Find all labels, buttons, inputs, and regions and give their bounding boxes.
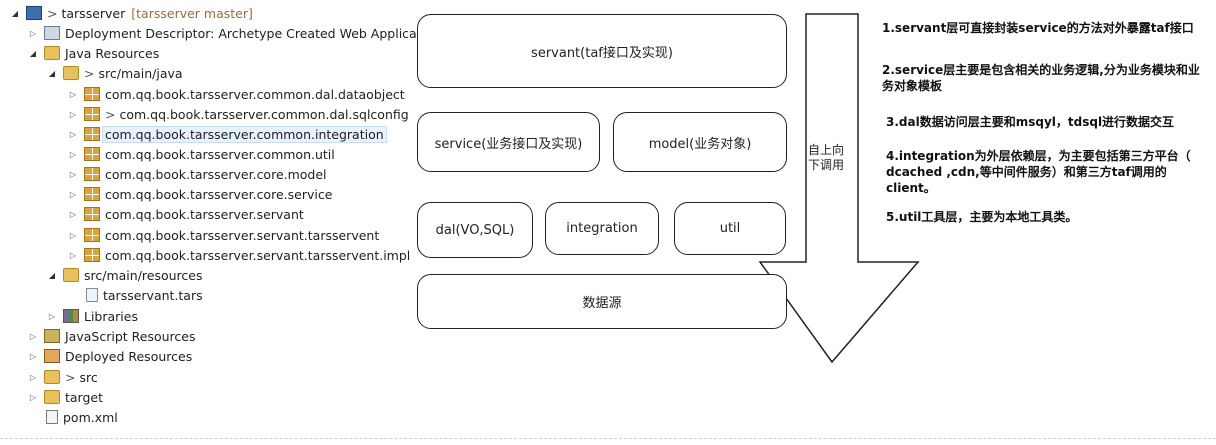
integration-layer-box: integration (545, 202, 659, 255)
tree-label: tarsservant.tars (103, 287, 203, 303)
note-servant: 1.servant层可直接封装service的方法对外暴露taf接口 (882, 21, 1194, 35)
divider (0, 438, 1216, 439)
service-layer-box: service(业务接口及实现) (417, 112, 600, 172)
collapse-arrow-icon[interactable]: ▷ (29, 351, 37, 361)
tree-row-package[interactable]: ▷ com.qq.book.tarsserver.common.dal.data… (0, 84, 416, 104)
dal-layer-box: dal(VO,SQL) (417, 202, 533, 258)
package-icon (84, 127, 100, 141)
tree-row-package[interactable]: ▷ com.qq.book.tarsserver.core.service (0, 184, 416, 204)
tree-row-descriptor[interactable]: ▷ Deployment Descriptor: Archetype Creat… (0, 23, 441, 43)
tree-row-javascript-resources[interactable]: ▷ JavaScript Resources (0, 326, 416, 346)
source-folder-icon (63, 268, 79, 282)
tree-row-src-main-java[interactable]: ◢ > src/main/java (48, 65, 183, 81)
package-icon (84, 87, 100, 101)
package-icon (84, 107, 100, 121)
file-icon (86, 288, 98, 302)
tree-label: src/main/java (98, 65, 183, 81)
tree-label: pom.xml (63, 409, 118, 425)
tree-label: JavaScript Resources (65, 328, 196, 344)
collapse-arrow-icon[interactable]: ▷ (29, 28, 37, 38)
tree-row-pom[interactable]: pom.xml (0, 407, 416, 427)
collapse-arrow-icon[interactable]: ▷ (69, 89, 77, 99)
libraries-icon (63, 309, 79, 323)
tree-label: com.qq.book.tarsserver.core.model (105, 166, 327, 182)
package-icon (84, 167, 100, 181)
deployed-icon (44, 349, 60, 363)
descriptor-icon (44, 26, 60, 40)
package-icon (84, 248, 100, 262)
tree-label: Deployment Descriptor: Archetype Created… (65, 25, 441, 41)
tree-row-package[interactable]: ▷ com.qq.book.tarsserver.common.util (0, 144, 416, 164)
javascript-icon (44, 329, 60, 343)
collapse-arrow-icon[interactable]: ▷ (69, 209, 77, 219)
arrow-label: 自上向下调用 (807, 143, 844, 172)
expand-arrow-icon[interactable]: ◢ (29, 48, 37, 58)
servant-layer-box: servant(taf接口及实现) (417, 14, 787, 88)
tree-label: com.qq.book.tarsserver.servant (105, 206, 304, 222)
tree-label: src/main/resources (84, 267, 203, 283)
collapse-arrow-icon[interactable]: ▷ (69, 149, 77, 159)
package-icon (84, 147, 100, 161)
tree-label: com.qq.book.tarsserver.common.integratio… (102, 125, 387, 143)
expand-arrow-icon[interactable]: ◢ (48, 270, 56, 280)
project-explorer: ◢ > tarsserver [tarsserver master] ▷ Dep… (0, 0, 441, 445)
tree-label: tarsserver (61, 5, 126, 21)
tree-row-package[interactable]: ▷ com.qq.book.tarsserver.core.model (0, 164, 416, 184)
collapse-arrow-icon[interactable]: ▷ (69, 189, 77, 199)
tree-row-package[interactable]: ▷ > com.qq.book.tarsserver.common.dal.sq… (69, 106, 409, 122)
package-icon (84, 228, 100, 242)
model-layer-box: model(业务对象) (613, 112, 787, 172)
tree-label: com.qq.book.tarsserver.common.dal.sqlcon… (119, 106, 409, 122)
tree-label: com.qq.book.tarsserver.servant.tarsserve… (105, 247, 411, 263)
note-service: 2.service层主要是包含相关的业务逻辑,分为业务模块和业务对象模板 (882, 63, 1200, 93)
collapse-arrow-icon[interactable]: ▷ (69, 230, 77, 240)
collapse-arrow-icon[interactable]: ▷ (69, 250, 77, 260)
folder-icon (44, 370, 60, 384)
tree-row-project[interactable]: ◢ > tarsserver [tarsserver master] (11, 5, 253, 21)
collapse-arrow-icon[interactable]: ▷ (29, 372, 37, 382)
collapse-arrow-icon[interactable]: ▷ (48, 311, 56, 321)
tree-label: com.qq.book.tarsserver.servant.tarsserve… (105, 227, 380, 243)
tree-row-package[interactable]: ▷ com.qq.book.tarsserver.servant.tarsser… (0, 245, 416, 265)
tree-label: com.qq.book.tarsserver.common.dal.dataob… (105, 86, 405, 102)
tree-row-file[interactable]: tarsservant.tars (0, 285, 416, 305)
note-dal: 3.dal数据访问层主要和msqyl，tdsql进行数据交互 (886, 115, 1175, 129)
package-icon (84, 207, 100, 221)
tree-row-deployed-resources[interactable]: ▷ Deployed Resources (0, 346, 416, 366)
tree-label: Deployed Resources (65, 348, 193, 364)
tree-row-libraries[interactable]: ▷ Libraries (0, 306, 416, 326)
note-integration: 4.integration为外层依赖层，为主要包括第三方平台（ dcached … (886, 149, 1191, 195)
datasource-box: 数据源 (417, 274, 787, 329)
folder-icon (44, 390, 60, 404)
package-icon (84, 187, 100, 201)
collapse-arrow-icon[interactable]: ▷ (29, 392, 37, 402)
collapse-arrow-icon[interactable]: ▷ (69, 169, 77, 179)
collapse-arrow-icon[interactable]: ▷ (69, 109, 77, 119)
project-icon (26, 6, 42, 20)
tree-label: Libraries (84, 308, 138, 324)
tree-label: com.qq.book.tarsserver.core.service (105, 186, 333, 202)
tree-row-java-resources[interactable]: ◢ Java Resources (0, 43, 416, 63)
tree-row-src[interactable]: ▷ > src (29, 369, 98, 385)
tree-label: src (79, 369, 98, 385)
java-resources-icon (44, 46, 60, 60)
util-layer-box: util (674, 202, 786, 255)
tree-row-package[interactable]: ▷ com.qq.book.tarsserver.servant.tarsser… (0, 225, 416, 245)
note-util: 5.util工具层，主要为本地工具类。 (886, 210, 1078, 224)
tree-label: com.qq.book.tarsserver.common.util (105, 146, 335, 162)
tree-row-package[interactable]: ▷ com.qq.book.tarsserver.servant (0, 204, 416, 224)
git-branch-decoration: [tarsserver master] (131, 5, 253, 21)
collapse-arrow-icon[interactable]: ▷ (29, 331, 37, 341)
expand-arrow-icon[interactable]: ◢ (11, 8, 19, 18)
collapse-arrow-icon[interactable]: ▷ (69, 129, 77, 139)
tree-row-src-main-resources[interactable]: ◢ src/main/resources (0, 265, 416, 285)
tree-label: target (65, 389, 104, 405)
source-folder-icon (63, 66, 79, 80)
tree-row-target[interactable]: ▷ target (0, 387, 416, 407)
tree-label: Java Resources (65, 45, 160, 61)
xml-file-icon (46, 410, 58, 424)
tree-row-package-selected[interactable]: ▷ com.qq.book.tarsserver.common.integrat… (0, 124, 416, 144)
expand-arrow-icon[interactable]: ◢ (48, 68, 56, 78)
